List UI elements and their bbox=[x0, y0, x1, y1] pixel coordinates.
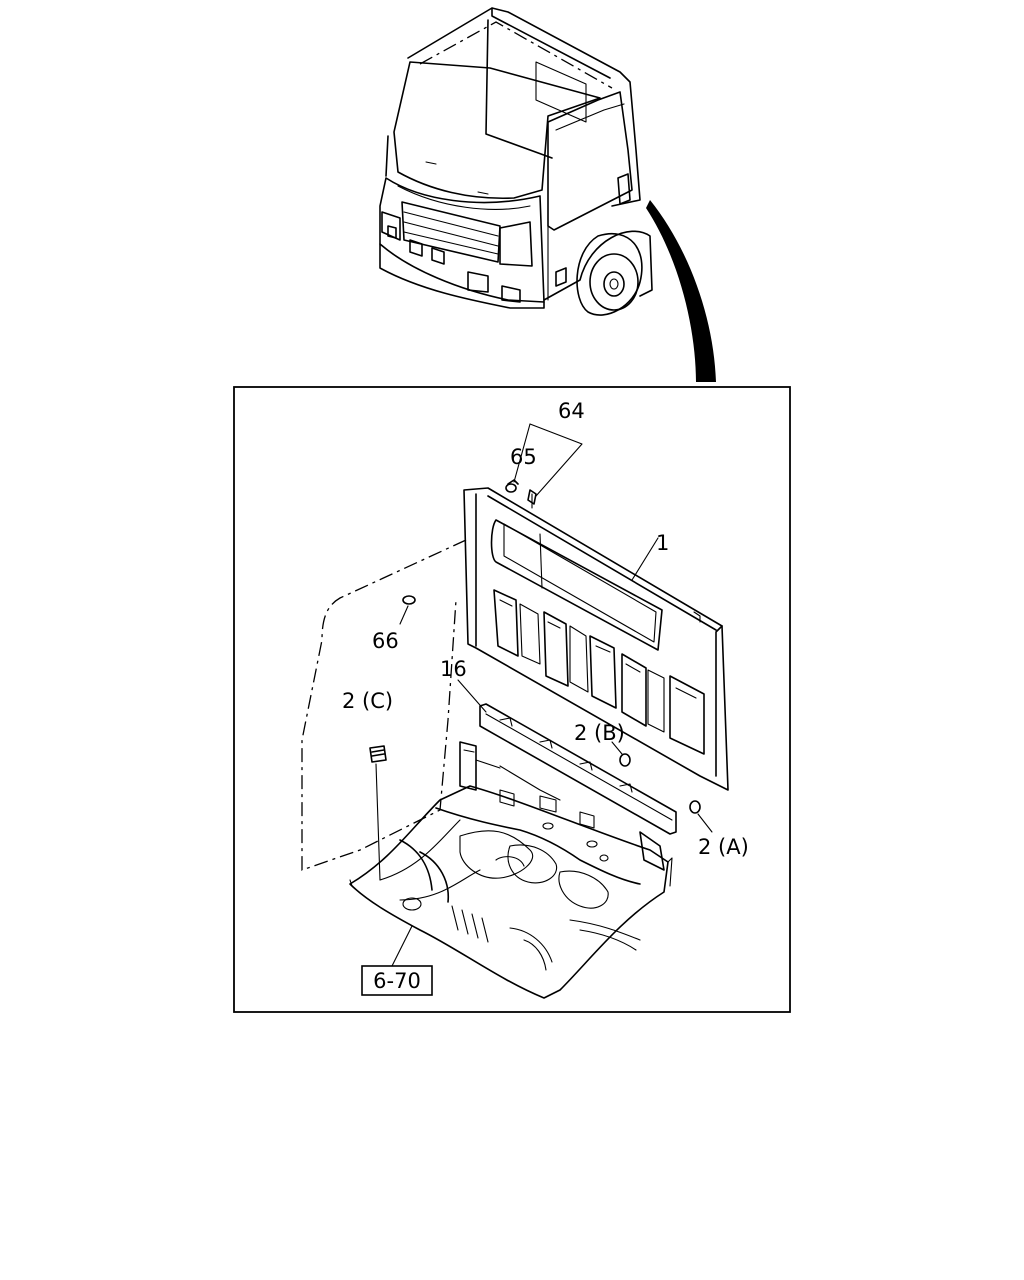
cross-member-16 bbox=[479, 703, 677, 835]
plug-2c bbox=[369, 745, 387, 763]
reference-box[interactable] bbox=[361, 965, 433, 996]
callout-2c: 2 (C) bbox=[342, 689, 393, 713]
truck-cab-illustration bbox=[379, 7, 653, 316]
leader-2a bbox=[697, 813, 713, 833]
detail-pointer bbox=[646, 200, 716, 382]
leader-16 bbox=[457, 679, 487, 713]
grommet-2b bbox=[619, 753, 631, 767]
callout-2b: 2 (B) bbox=[574, 721, 625, 745]
leader-2b bbox=[611, 741, 623, 755]
grommet-66 bbox=[402, 595, 416, 605]
leader-6-70 bbox=[391, 925, 413, 967]
callout-1: 1 bbox=[656, 531, 669, 555]
floor-panel bbox=[349, 741, 673, 999]
leader-66 bbox=[399, 605, 409, 625]
leader-64 bbox=[513, 423, 583, 497]
leader-2c bbox=[375, 763, 381, 881]
rear-panel-part bbox=[463, 487, 729, 791]
callout-65: 65 bbox=[510, 445, 537, 469]
callout-66: 66 bbox=[372, 629, 399, 653]
detail-frame bbox=[233, 386, 791, 1013]
callout-16: 16 bbox=[440, 657, 467, 681]
clip-64 bbox=[527, 489, 537, 509]
callout-2a: 2 (A) bbox=[698, 835, 749, 859]
leader-1 bbox=[631, 537, 659, 581]
back-wall-outline bbox=[301, 539, 467, 871]
reference-label: 6-70 bbox=[373, 969, 421, 993]
callout-64: 64 bbox=[558, 399, 585, 423]
grommet-2a bbox=[689, 800, 701, 814]
bolt-65 bbox=[505, 479, 519, 493]
